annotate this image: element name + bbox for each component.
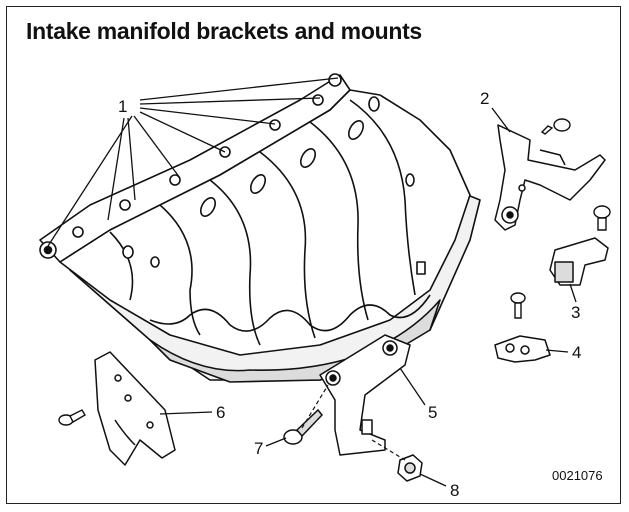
diagram-title: Intake manifold brackets and mounts xyxy=(26,18,422,44)
figure-id: 0021076 xyxy=(552,468,603,483)
callout-5: 5 xyxy=(428,403,437,422)
assembly-lines xyxy=(301,384,406,461)
callout-7: 7 xyxy=(254,439,263,458)
callout-4: 4 xyxy=(572,343,581,362)
callout-6: 6 xyxy=(216,403,225,422)
intake-manifold xyxy=(39,73,481,383)
bolt-7 xyxy=(283,408,323,445)
callout-8: 8 xyxy=(450,481,459,500)
callout-1: 1 xyxy=(118,97,127,116)
clip-4 xyxy=(494,335,551,363)
bolt-right xyxy=(593,205,611,231)
leader-lines xyxy=(47,77,577,487)
bolt-left xyxy=(58,409,86,426)
callout-2: 2 xyxy=(480,89,489,108)
bolt-upper xyxy=(540,118,571,135)
bracket-5 xyxy=(319,334,411,456)
bracket-6 xyxy=(94,351,176,466)
bracket-2 xyxy=(494,124,606,231)
bolt-mid xyxy=(510,292,526,319)
callout-3: 3 xyxy=(571,303,580,322)
nut-8 xyxy=(397,454,423,482)
mount-3 xyxy=(549,237,609,286)
